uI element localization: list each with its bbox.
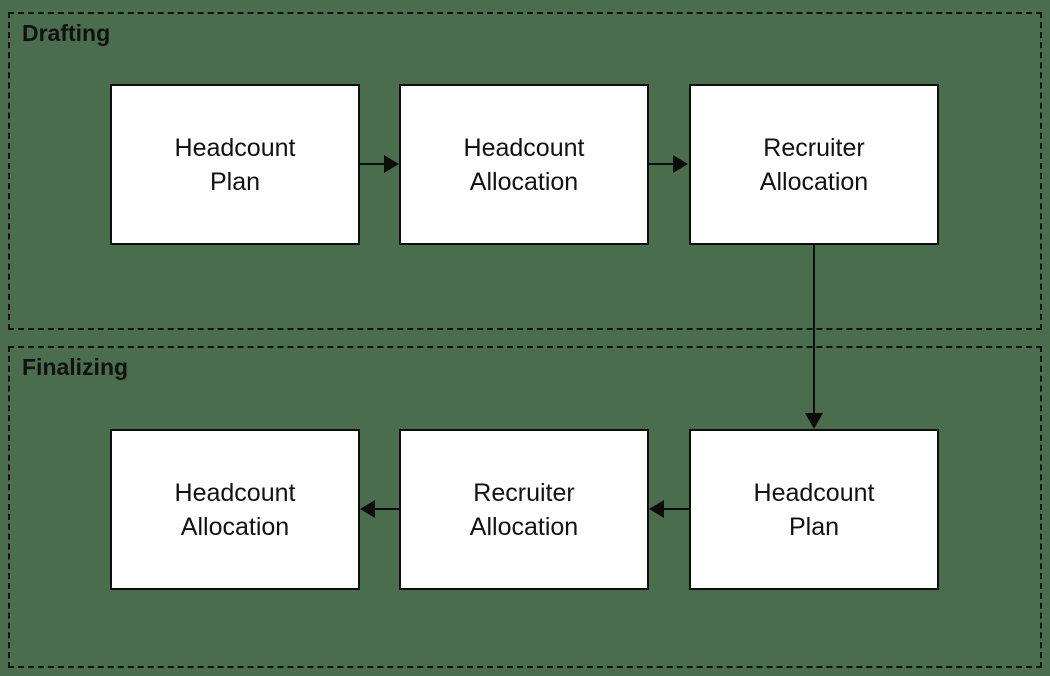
node-label-line1: Headcount: [174, 133, 296, 162]
node-label-line1: Headcount: [753, 478, 875, 507]
node-label-line1: Recruiter: [473, 478, 575, 507]
node-label-line2: Plan: [209, 167, 261, 196]
lane-label-finalizing: Finalizing: [22, 354, 129, 380]
edge-hc-alloc-to-rec-alloc-arrowhead: [673, 155, 688, 173]
lane-finalizing: Finalizing: [8, 346, 1042, 668]
edge-rec-alloc-to-hc-plan-arrowhead: [805, 413, 823, 429]
node-headcount-allocation-finalizing[interactable]: Headcount Allocation: [110, 429, 360, 590]
node-label-line2: Plan: [788, 512, 840, 541]
node-headcount-plan-finalizing[interactable]: Headcount Plan: [689, 429, 939, 590]
edge-hc-plan-to-hc-alloc-line: [360, 163, 386, 165]
node-label-line1: Headcount: [174, 478, 296, 507]
node-recruiter-allocation-finalizing[interactable]: Recruiter Allocation: [399, 429, 649, 590]
node-label-line1: Headcount: [463, 133, 585, 162]
node-label-line2: Allocation: [469, 167, 579, 196]
node-label-line1: Recruiter: [763, 133, 865, 162]
lane-label-drafting: Drafting: [22, 20, 111, 46]
lane-drafting: Drafting: [8, 12, 1042, 330]
edge-hc-plan-to-hc-alloc-arrowhead: [384, 155, 399, 173]
node-label-line2: Allocation: [759, 167, 869, 196]
node-label-line2: Allocation: [180, 512, 290, 541]
node-recruiter-allocation-drafting[interactable]: Recruiter Allocation: [689, 84, 939, 245]
edge-hc-alloc-to-rec-alloc-line: [649, 163, 675, 165]
edge-rec-alloc-to-hc-alloc-arrowhead: [360, 500, 375, 518]
edge-rec-alloc-to-hc-alloc-line: [374, 508, 400, 510]
node-label-line2: Allocation: [469, 512, 579, 541]
node-headcount-plan-drafting[interactable]: Headcount Plan: [110, 84, 360, 245]
edge-hc-plan-to-rec-alloc-line: [663, 508, 689, 510]
edge-rec-alloc-to-hc-plan-line: [813, 245, 815, 415]
edge-hc-plan-to-rec-alloc-arrowhead: [649, 500, 664, 518]
node-headcount-allocation-drafting[interactable]: Headcount Allocation: [399, 84, 649, 245]
